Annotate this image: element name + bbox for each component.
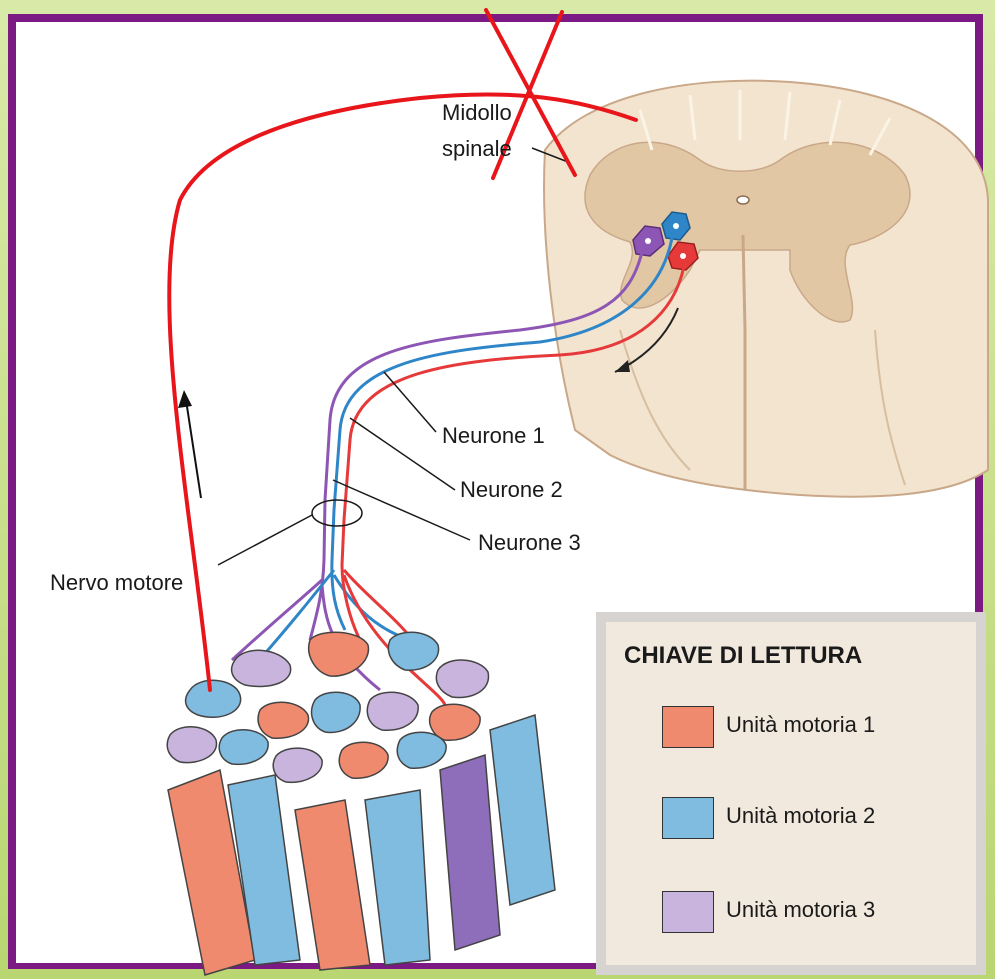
fiber-end-2 xyxy=(232,650,291,686)
fiber-end-7 xyxy=(312,692,361,732)
fiber-end-6 xyxy=(258,702,308,738)
fiber-end-1 xyxy=(186,680,241,717)
legend-box: CHIAVE DI LETTURA Unità motoria 1 Unità … xyxy=(596,612,986,975)
legend-swatch-purple xyxy=(662,891,714,933)
leader-neuron-1 xyxy=(384,372,436,432)
label-neuron-2: Neurone 2 xyxy=(460,477,563,503)
leader-neuron-2 xyxy=(350,418,455,490)
nerve-ring xyxy=(312,500,362,526)
fiber-end-11 xyxy=(219,730,268,765)
fiber-blue-2 xyxy=(365,790,430,965)
legend-label: Unità motoria 1 xyxy=(726,712,875,738)
fiber-end-4 xyxy=(388,632,438,670)
fiber-end-9 xyxy=(430,704,481,740)
leader-motor-nerve xyxy=(218,515,312,565)
neuron-2-nucleus xyxy=(673,223,679,229)
label-neuron-1: Neurone 1 xyxy=(442,423,545,449)
fiber-blue-3 xyxy=(490,715,555,905)
fiber-end-12 xyxy=(273,748,322,782)
central-canal xyxy=(737,196,749,204)
fiber-end-5 xyxy=(436,660,488,697)
neuron-3-nucleus xyxy=(645,238,651,244)
fiber-purple-1 xyxy=(440,755,500,950)
legend-label: Unità motoria 3 xyxy=(726,897,875,923)
fiber-end-13 xyxy=(339,742,388,778)
muscle-fiber-bundle xyxy=(167,632,555,975)
fiber-red-2 xyxy=(295,800,370,970)
leader-neuron-3 xyxy=(333,480,470,540)
legend-swatch-blue xyxy=(662,797,714,839)
label-spinal-cord-line2: spinale xyxy=(442,136,512,162)
neuron-1-nucleus xyxy=(680,253,686,259)
spinal-cord-white-matter xyxy=(544,81,988,497)
label-neuron-3: Neurone 3 xyxy=(478,530,581,556)
legend-swatch-red xyxy=(662,706,714,748)
upward-arrow-shaft xyxy=(186,400,201,498)
axon-neuron-3 xyxy=(232,252,642,690)
legend-title: CHIAVE DI LETTURA xyxy=(624,642,862,670)
upward-arrow-head xyxy=(178,390,192,408)
label-spinal-cord-line1: Midollo xyxy=(442,100,512,126)
fiber-end-10 xyxy=(167,727,216,763)
legend-label: Unità motoria 2 xyxy=(726,803,875,829)
fiber-end-8 xyxy=(367,692,418,730)
label-motor-nerve: Nervo motore xyxy=(50,570,183,596)
spinal-cord xyxy=(544,81,988,497)
fiber-end-14 xyxy=(397,732,446,768)
